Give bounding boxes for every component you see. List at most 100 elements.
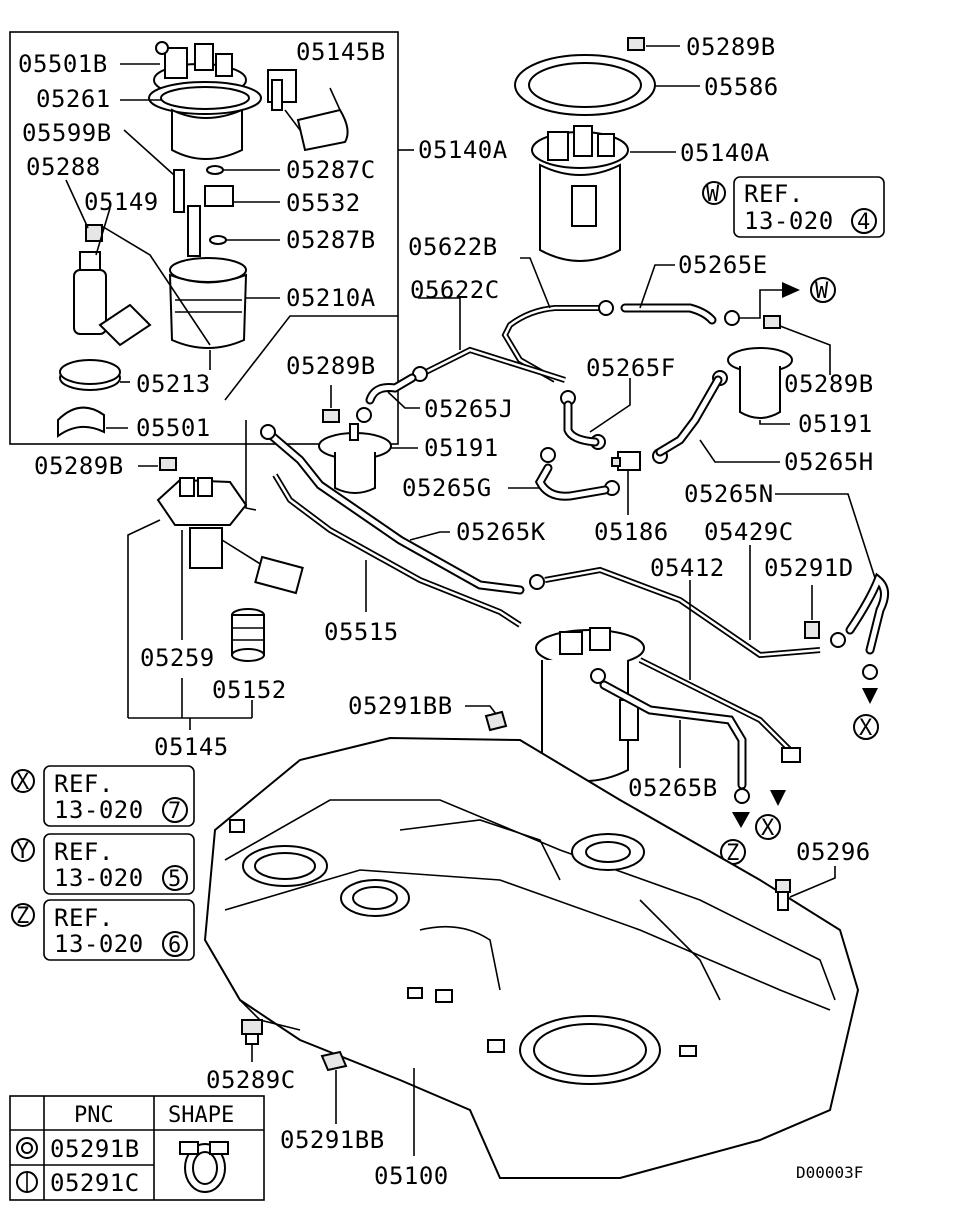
- ref-Z-box: Z REF. 13-020 6: [11, 899, 195, 961]
- label-05213: 05213: [136, 370, 211, 398]
- label-05191-right: 05191: [798, 410, 873, 438]
- arrow-to-Z: [732, 812, 750, 828]
- label-05261: 05261: [36, 85, 111, 113]
- pump-ring-drawing: [148, 81, 262, 115]
- pump-assembly-inset-frame: [9, 31, 399, 445]
- ref-Y-num: 5: [168, 867, 181, 892]
- label-05291BB-top: 05291BB: [348, 692, 453, 720]
- label-05259: 05259: [140, 644, 215, 672]
- drain-bolt-drawing: [775, 879, 791, 911]
- label-05515: 05515: [324, 618, 399, 646]
- arrow-to-X-right: [862, 688, 878, 704]
- ref-X-num: 7: [168, 799, 181, 824]
- connector-W: [810, 277, 836, 303]
- clip-05291D-drawing: [804, 621, 820, 639]
- label-05586: 05586: [704, 73, 779, 101]
- ref-X-line1: REF.: [54, 770, 114, 798]
- pump-module-drawing: [531, 125, 629, 262]
- label-05289C: 05289C: [206, 1066, 296, 1094]
- ref-Y-box: Y REF. 13-020 5: [11, 833, 195, 895]
- label-05265E: 05265E: [678, 251, 768, 279]
- label-05265H: 05265H: [784, 448, 874, 476]
- fuel-tank-drawing: [203, 736, 860, 1179]
- legend-row1-pnc: 05291B: [50, 1135, 140, 1163]
- arrow-to-W: [782, 282, 800, 298]
- pipe-fitting-drawing: [781, 747, 801, 763]
- label-05265F: 05265F: [586, 354, 676, 382]
- ref-X-box: X REF. 13-020 7: [11, 765, 195, 827]
- ref-X-line2: 13-020: [54, 796, 144, 824]
- label-05210A: 05210A: [286, 284, 376, 312]
- label-05265J: 05265J: [424, 395, 514, 423]
- arrow-to-X-mid: [770, 790, 786, 806]
- ref-W-line2: 13-020: [744, 207, 834, 235]
- sender-unit-drawing: [267, 69, 349, 152]
- label-05622C: 05622C: [410, 276, 500, 304]
- label-05296: 05296: [796, 838, 871, 866]
- label-05265K: 05265K: [456, 518, 546, 546]
- ref-Y-line1: REF.: [54, 838, 114, 866]
- label-05152: 05152: [212, 676, 287, 704]
- oring-b-drawing: [209, 235, 227, 245]
- label-05287B: 05287B: [286, 226, 376, 254]
- clip-05291BB-top-drawing: [484, 710, 508, 732]
- check-valve-drawing: [611, 451, 641, 471]
- ref-Y-letter: Y: [16, 839, 29, 864]
- pump-body-upper-drawing: [171, 108, 243, 160]
- label-05501: 05501: [136, 414, 211, 442]
- label-05265G: 05265G: [402, 474, 492, 502]
- connector-X-mid: [755, 814, 781, 840]
- ref-W-num: 4: [857, 210, 870, 235]
- pump-motor-drawing: [73, 251, 152, 347]
- ref-Z-line1: REF.: [54, 904, 114, 932]
- pipe-rod-drawing: [173, 169, 185, 213]
- pump-housing-drawing: [168, 257, 248, 349]
- ref-W-box: W REF. 13-020 4: [702, 176, 885, 238]
- legend-header-shape: SHAPE: [168, 1103, 234, 1128]
- label-05289B-top: 05289B: [686, 33, 776, 61]
- connector-X-mid-letter: X: [761, 816, 775, 841]
- label-05532: 05532: [286, 189, 361, 217]
- label-05145: 05145: [154, 733, 229, 761]
- sender-right-drawing: [727, 347, 793, 419]
- in-tank-module-drawing: [535, 627, 645, 782]
- connector-W-letter: W: [815, 279, 829, 304]
- top-nut-drawing: [627, 37, 645, 51]
- clip-drawing: [57, 406, 105, 438]
- legend-row2-pnc: 05291C: [50, 1169, 140, 1197]
- legend-header-pnc: PNC: [74, 1103, 114, 1128]
- sub-pump-drawing: [156, 477, 304, 595]
- label-05501B: 05501B: [18, 50, 108, 78]
- label-05191-mid: 05191: [424, 434, 499, 462]
- ref-Z-line2: 13-020: [54, 930, 144, 958]
- label-05429C: 05429C: [704, 518, 794, 546]
- label-05622B: 05622B: [408, 233, 498, 261]
- label-05288: 05288: [26, 153, 101, 181]
- drawing-code: D00003F: [796, 1163, 863, 1182]
- label-05140A-right: 05140A: [680, 139, 770, 167]
- ref-Y-line2: 13-020: [54, 864, 144, 892]
- label-05412: 05412: [650, 554, 725, 582]
- ref-X-letter: X: [16, 770, 30, 795]
- clip-05291BB-bottom-drawing: [320, 1050, 348, 1072]
- connector-Z-letter: Z: [726, 841, 739, 866]
- filter-ring-drawing: [59, 359, 121, 391]
- label-05599B: 05599B: [22, 119, 112, 147]
- connector-X-right-letter: X: [859, 716, 873, 741]
- lock-ring-drawing: [514, 54, 656, 116]
- label-05265N: 05265N: [684, 480, 774, 508]
- label-05289B-left: 05289B: [34, 452, 124, 480]
- label-05140A-left: 05140A: [418, 136, 508, 164]
- sender-mid-drawing: [318, 423, 392, 494]
- strainer-drawing: [231, 608, 265, 662]
- label-05149: 05149: [84, 188, 159, 216]
- hose-clamp-shape-drawing: [179, 1141, 229, 1193]
- ref-Z-letter: Z: [16, 904, 29, 929]
- connector-X-right: [853, 714, 879, 740]
- nut-right-drawing: [763, 315, 781, 329]
- oring-c-drawing: [206, 165, 224, 175]
- ref-W-line1: REF.: [744, 180, 804, 208]
- connector-block-drawing: [187, 185, 234, 257]
- ref-W-letter: W: [706, 182, 720, 207]
